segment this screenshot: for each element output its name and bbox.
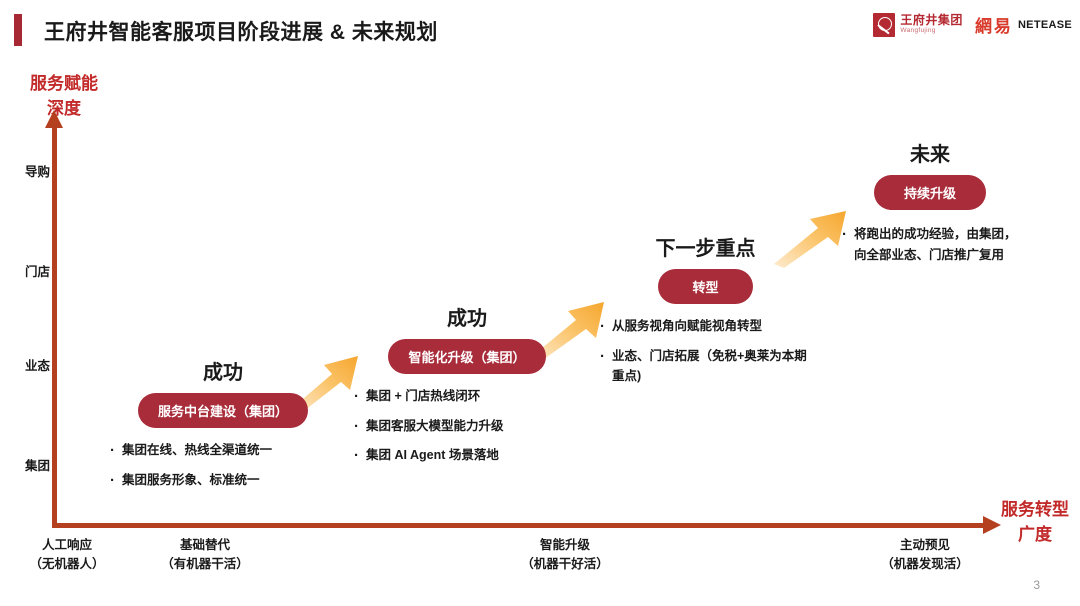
stage-2-bullet-1: 集团客服大模型能力升级	[352, 415, 582, 439]
page-title: 王府井智能客服项目阶段进展 & 未来规划	[44, 21, 438, 44]
stage-4-bullets: 将跑出的成功经验，由集团，向全部业态、门店推广复用	[840, 223, 1020, 265]
stage-1-heading: 成功	[203, 362, 243, 384]
stage-1-bullet-1: 集团服务形象、标准统一	[108, 469, 338, 493]
x-tick-3-line2: （机器发现活）	[881, 556, 969, 571]
progress-arrow-1	[290, 356, 358, 414]
y-axis-title-line2: 深度	[47, 98, 81, 118]
stage-4-pill[interactable]: 持续升级	[873, 175, 986, 210]
x-tick-0: 人工响应 （无机器人）	[12, 536, 122, 574]
stage-3-bullets: 从服务视角向赋能视角转型 业态、门店拓展（免税+奥莱为本期重点)	[598, 315, 813, 387]
y-tick-1: 门店	[24, 265, 50, 279]
wangfujing-logo-text: 王府井集团 Wangfujing	[900, 14, 963, 35]
y-tick-2: 业态	[24, 359, 50, 373]
netease-logo-en: NETEASE	[1017, 18, 1072, 31]
x-axis-line	[52, 523, 988, 528]
stage-4-pill-wrap: 持续升级	[840, 175, 1020, 210]
y-tick-0: 导购	[24, 165, 50, 179]
x-axis-title-line2: 广度	[1018, 524, 1052, 544]
y-axis-title-line1: 服务赋能	[30, 74, 98, 93]
stage-2-bullet-2: 集团 AI Agent 场景落地	[352, 444, 582, 468]
x-tick-0-line2: （无机器人）	[29, 556, 105, 571]
y-axis-arrowhead-icon	[45, 110, 63, 128]
wangfujing-logo-cn: 王府井集团	[900, 13, 963, 28]
stage-2-pill-wrap: 智能化升级（集团）	[352, 339, 582, 374]
x-axis-title: 服务转型 广度	[990, 498, 1080, 547]
stage-1-bullets: 集团在线、热线全渠道统一 集团服务形象、标准统一	[108, 439, 338, 493]
y-axis-title: 服务赋能 深度	[8, 72, 120, 121]
progress-arrow-2	[530, 302, 604, 362]
stage-3-heading: 下一步重点	[655, 238, 756, 260]
stage-4-heading: 未来	[910, 144, 950, 166]
x-axis-title-line1: 服务转型	[1001, 500, 1069, 519]
stage-2-pill[interactable]: 智能化升级（集团）	[388, 339, 546, 374]
progress-arrow-3	[774, 211, 846, 268]
stage-1-pill-wrap: 服务中台建设（集团）	[108, 393, 338, 428]
netease-logo: 網易 NETEASE	[975, 12, 1072, 37]
stage-1-pill[interactable]: 服务中台建设（集团）	[137, 393, 308, 428]
stage-3-pill[interactable]: 转型	[658, 269, 753, 304]
stage-1-bullet-0: 集团在线、热线全渠道统一	[108, 439, 338, 463]
wangfujing-mark-icon	[873, 12, 896, 37]
stage-block-3: 下一步重点 转型 从服务视角向赋能视角转型 业态、门店拓展（免税+奥莱为本期重点…	[598, 232, 813, 396]
x-tick-2-line1: 智能升级	[539, 538, 590, 552]
netease-logo-cn: 網易	[974, 17, 1013, 36]
logo-group: 王府井集团 Wangfujing 網易 NETEASE	[873, 12, 1072, 37]
title-accent-bar	[14, 14, 22, 46]
y-axis-line	[52, 124, 57, 528]
x-tick-1: 基础替代 （有机器干活）	[145, 536, 265, 574]
wangfujing-logo-en: Wangfujing	[900, 27, 936, 35]
stage-2-heading: 成功	[447, 308, 487, 330]
stage-block-1: 成功 服务中台建设（集团） 集团在线、热线全渠道统一 集团服务形象、标准统一	[108, 356, 338, 499]
y-tick-3: 集团	[24, 459, 50, 473]
stage-3-pill-wrap: 转型	[598, 269, 813, 304]
x-axis-arrowhead-icon	[983, 516, 1001, 534]
stage-3-bullet-1: 业态、门店拓展（免税+奥莱为本期重点)	[598, 345, 813, 387]
stage-block-2: 成功 智能化升级（集团） 集团 + 门店热线闭环 集团客服大模型能力升级 集团 …	[352, 302, 582, 475]
page-number: 3	[1033, 578, 1040, 592]
stage-4-bullet-0: 将跑出的成功经验，由集团，向全部业态、门店推广复用	[840, 223, 1020, 265]
x-tick-0-line1: 人工响应	[41, 538, 92, 552]
x-tick-3-line1: 主动预见	[899, 538, 950, 552]
x-tick-1-line1: 基础替代	[179, 538, 230, 552]
wangfujing-logo: 王府井集团 Wangfujing	[873, 12, 963, 37]
x-tick-2: 智能升级 （机器干好活）	[500, 536, 630, 574]
stage-3-bullet-0: 从服务视角向赋能视角转型	[598, 315, 813, 339]
stage-block-4: 未来 持续升级 将跑出的成功经验，由集团，向全部业态、门店推广复用	[840, 138, 1020, 274]
stage-2-bullets: 集团 + 门店热线闭环 集团客服大模型能力升级 集团 AI Agent 场景落地	[352, 385, 582, 469]
x-tick-3: 主动预见 （机器发现活）	[860, 536, 990, 574]
x-tick-1-line2: （有机器干活）	[161, 556, 249, 571]
x-tick-2-line2: （机器干好活）	[521, 556, 609, 571]
stage-2-bullet-0: 集团 + 门店热线闭环	[352, 385, 582, 409]
